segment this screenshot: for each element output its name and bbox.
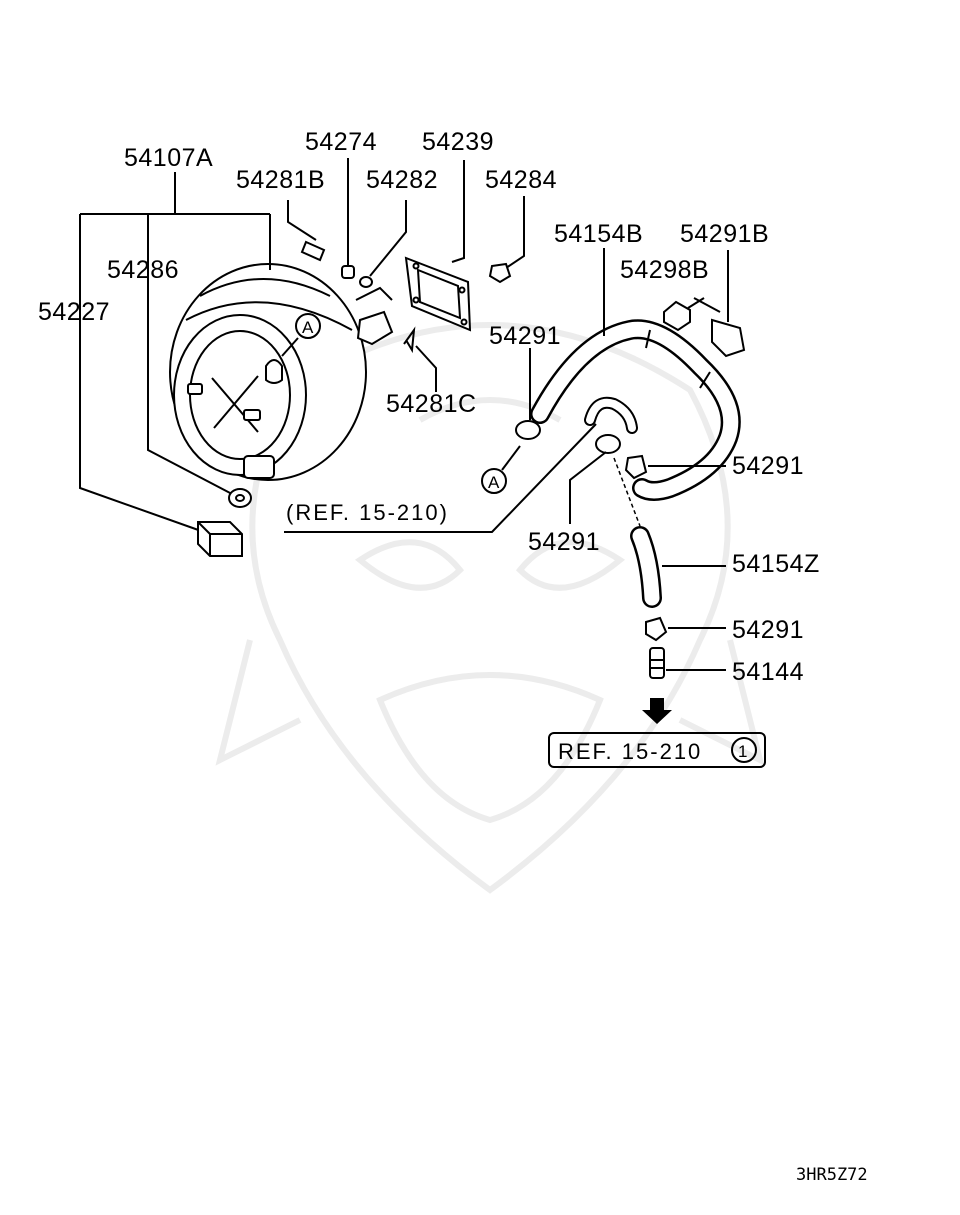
leader-ref-left [284, 423, 597, 533]
label-54291-r1: 54291 [732, 452, 804, 480]
label-54286: 54286 [107, 256, 179, 284]
valve-fitting-part [355, 286, 394, 346]
label-54154b: 54154B [554, 220, 643, 248]
pin-54281b-part [300, 240, 326, 262]
clip-54274-part [341, 265, 355, 279]
label-54107a: 54107A [124, 144, 213, 172]
brake-booster-part [169, 263, 367, 481]
clip-54281c-part [403, 326, 416, 354]
ref-box [548, 732, 766, 768]
callout-a-lower-line [501, 445, 521, 471]
clamp-54291-top-part [515, 420, 541, 440]
label-54298b: 54298B [620, 256, 709, 284]
callout-a-upper-circle [295, 313, 321, 339]
diagram-code: 3HR5Z72 [796, 1165, 868, 1185]
label-54284: 54284 [485, 166, 557, 194]
label-54144: 54144 [732, 658, 804, 686]
label-54154z: 54154Z [732, 550, 820, 578]
label-54291-mid: 54291 [528, 528, 600, 556]
leader-54284 [505, 196, 525, 269]
bracket-54291b-part [711, 318, 746, 358]
hose-54154z-part [630, 526, 662, 608]
label-54291b: 54291B [680, 220, 769, 248]
arrow-down-icon [642, 698, 672, 724]
label-54291-top: 54291 [489, 322, 561, 350]
oring-54282-part [359, 276, 373, 288]
connector-54227-part [197, 521, 243, 557]
ref-box-text: REF. 15-210 [558, 739, 702, 764]
gasket-54239-part [404, 256, 472, 332]
label-54274: 54274 [305, 128, 377, 156]
label-54281c: 54281C [386, 390, 477, 418]
callout-a-lower-text: A [488, 473, 500, 492]
leader-54107a [79, 172, 271, 533]
label-54227: 54227 [38, 298, 110, 326]
ref-box-circle-mark [731, 737, 757, 763]
label-54291-r2: 54291 [732, 616, 804, 644]
callout-a-upper-line [281, 337, 299, 357]
label-54239: 54239 [422, 128, 494, 156]
label-54281b: 54281B [236, 166, 325, 194]
ref-left-text: (REF. 15-210) [286, 500, 449, 525]
leader-54239 [451, 160, 465, 263]
leader-54298b [693, 297, 721, 313]
clamp-54291-r1-part [624, 454, 648, 480]
callout-a-lower-circle [481, 468, 507, 494]
label-54282: 54282 [366, 166, 438, 194]
leader-54281b [287, 200, 317, 241]
washer-54286-part [228, 488, 252, 508]
hose-54154b-part [530, 319, 741, 501]
dashed-connection [613, 457, 641, 527]
leader-54281c [415, 345, 437, 392]
fitting-54144-part [649, 647, 665, 679]
callout-a-upper-text: A [302, 318, 314, 337]
ref-box-circle-text: 1 [738, 742, 747, 761]
leader-54291-mid [569, 451, 607, 524]
clamp-54291-r2-part [645, 616, 668, 642]
washer-hole [235, 494, 245, 502]
clamp-54291-mid-part [595, 434, 621, 454]
nut-54284-part [488, 262, 512, 284]
leader-54282 [369, 200, 407, 277]
bolt-54298b-part [663, 297, 705, 332]
